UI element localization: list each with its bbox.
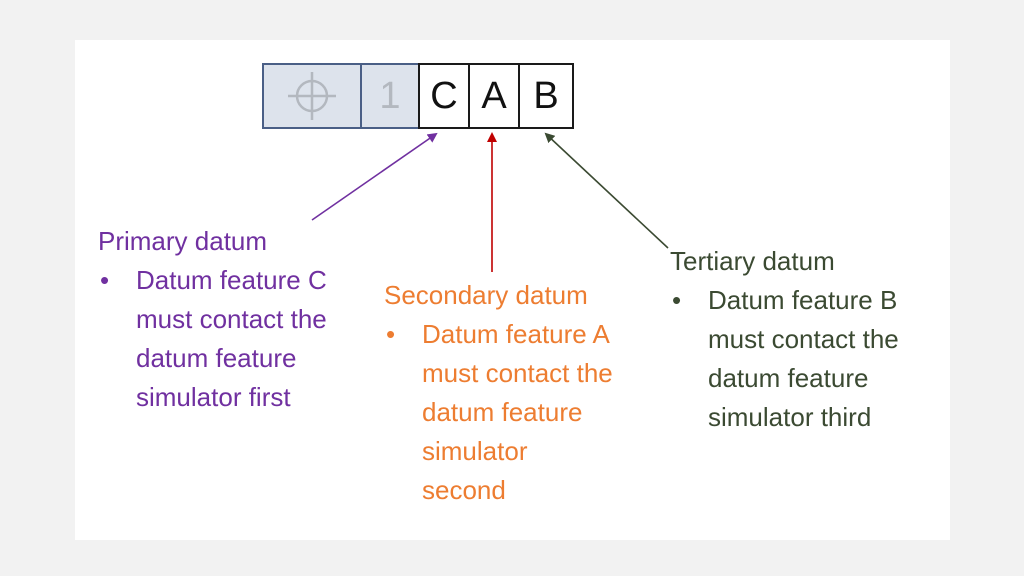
tertiary-line-2: must contact the <box>708 324 899 354</box>
secondary-line-4: simulator <box>422 436 528 466</box>
secondary-line-1: Datum feature A <box>422 319 610 349</box>
feature-control-frame: 1 C A B <box>262 63 574 129</box>
tertiary-line-3: datum feature <box>708 363 869 393</box>
primary-line-2: must contact the <box>136 304 327 334</box>
secondary-datum-heading: Secondary datum <box>384 280 588 310</box>
primary-leader-arrow <box>311 132 438 221</box>
secondary-datum-bullet: • Datum feature A must contact the datum… <box>384 315 664 510</box>
tertiary-datum-bullet: • Datum feature B must contact the datum… <box>670 281 960 437</box>
secondary-line-5: second <box>422 475 506 505</box>
position-crosshair-icon <box>288 72 336 120</box>
bullet-icon: • <box>672 285 682 315</box>
tolerance-cell: 1 <box>360 63 420 129</box>
primary-line-1: Datum feature C <box>136 265 327 295</box>
secondary-datum-label: Secondary datum • Datum feature A must c… <box>384 276 664 510</box>
tertiary-datum-label: Tertiary datum • Datum feature B must co… <box>670 242 960 437</box>
geometric-symbol-cell <box>262 63 362 129</box>
primary-line-3: datum feature <box>136 343 297 373</box>
tertiary-leader-arrow <box>544 132 669 249</box>
secondary-line-2: must contact the <box>422 358 613 388</box>
tertiary-datum-heading: Tertiary datum <box>670 246 835 276</box>
bullet-icon: • <box>100 265 110 295</box>
datum-cell-secondary: A <box>468 63 520 129</box>
primary-datum-label: Primary datum • Datum feature C must con… <box>98 222 378 417</box>
primary-line-4: simulator first <box>136 382 291 412</box>
tertiary-line-1: Datum feature B <box>708 285 898 315</box>
primary-datum-heading: Primary datum <box>98 226 268 256</box>
tertiary-line-4: simulator third <box>708 402 872 432</box>
bullet-icon: • <box>386 319 396 349</box>
datum-cell-tertiary: B <box>518 63 574 129</box>
secondary-line-3: datum feature <box>422 397 583 427</box>
primary-datum-bullet: • Datum feature C must contact the datum… <box>98 261 378 417</box>
